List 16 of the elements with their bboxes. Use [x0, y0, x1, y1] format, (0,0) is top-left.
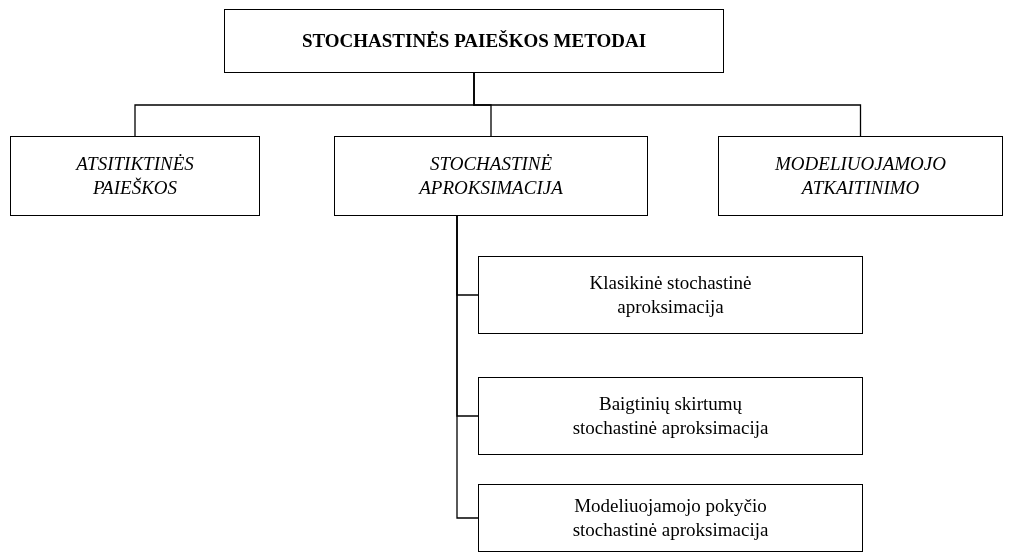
box-label: Klasikinė stochastinė aproksimacija — [588, 271, 753, 319]
category-box — [478, 256, 863, 334]
category-box — [718, 136, 1003, 216]
box-label: STOCHASTINĖS PAIEŠKOS METODAI — [301, 28, 647, 53]
category-box — [478, 377, 863, 455]
box-label: ATSITIKTINĖS PAIEŠKOS — [74, 152, 195, 200]
box-label: Modeliuojamojo pokyčio stochastinė aproksimacija — [571, 494, 770, 542]
connector-line — [473, 72, 862, 137]
box-label: Baigtinių skirtumų stochastinė aproksimacija — [571, 392, 770, 440]
category-box — [224, 9, 724, 73]
category-box — [478, 484, 863, 552]
category-box — [334, 136, 648, 216]
box-label: MODELIUOJAMOJO ATKAITINIMO — [774, 152, 947, 200]
box-label: STOCHASTINĖ APROKSIMACIJA — [417, 152, 564, 200]
category-box — [10, 136, 260, 216]
connector-line — [456, 215, 479, 519]
